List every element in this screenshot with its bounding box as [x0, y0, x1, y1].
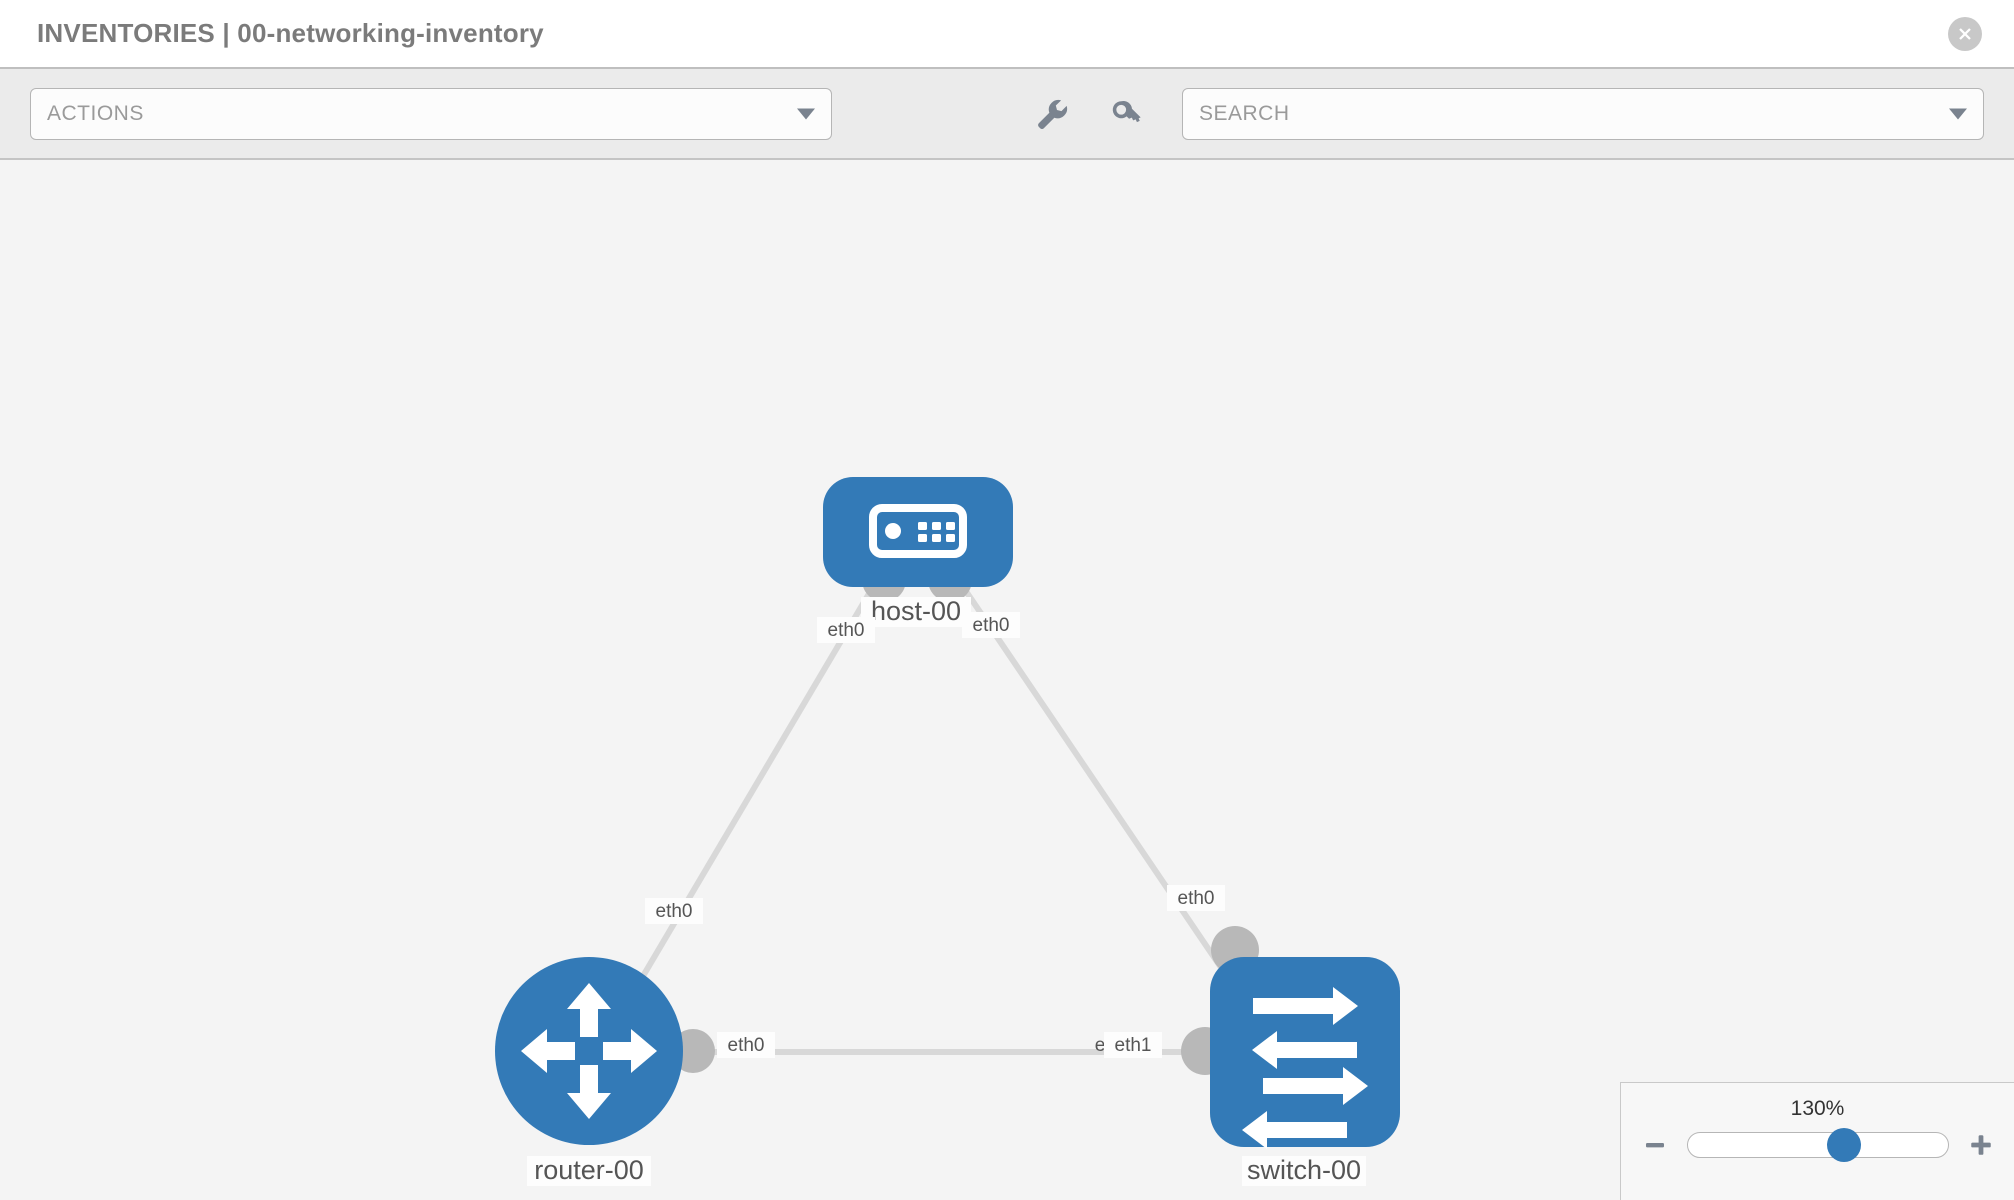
node-label-router-00: router-00: [534, 1155, 644, 1185]
topology-canvas[interactable]: host-00 router-00 switch-00 eth0 eth0 et…: [0, 160, 2014, 1200]
iface-label-router00-uplink: eth0: [656, 901, 693, 922]
node-host-00[interactable]: [823, 477, 1013, 587]
switch-arrows-icon: [1242, 987, 1368, 1149]
page-title: INVENTORIES | 00-networking-inventory: [37, 18, 544, 48]
chevron-down-icon: [797, 108, 815, 119]
iface-label-switch00-uplink: eth0: [1178, 888, 1215, 909]
zoom-slider-track[interactable]: [1686, 1128, 1949, 1162]
zoom-control: 130%: [1620, 1082, 2014, 1200]
router-arrows-icon: [521, 983, 657, 1119]
toolbar-icon-group: [1032, 94, 1146, 134]
link-host00-switch00[interactable]: [952, 573, 1248, 1005]
interface-label-group: eth0 eth0 eth0 eth0 eth0 eth eth1: [645, 612, 1225, 1058]
link-host00-router00[interactable]: [617, 573, 883, 1017]
plus-icon[interactable]: [1967, 1131, 1995, 1159]
node-label-host-00: host-00: [871, 596, 961, 626]
server-icon: [869, 504, 967, 558]
actions-dropdown[interactable]: ACTIONS: [30, 87, 832, 140]
zoom-level-label: 130%: [1790, 1097, 1845, 1120]
node-host-00-shape[interactable]: [823, 477, 1013, 587]
iface-label-host00-left: eth0: [828, 620, 865, 641]
node-switch-00[interactable]: [1210, 957, 1400, 1149]
link-group: [617, 573, 1250, 1055]
minus-icon[interactable]: [1641, 1131, 1669, 1159]
zoom-slider-row: [1621, 1128, 2014, 1162]
iface-label-switch00-eth1: eth1: [1115, 1035, 1152, 1056]
search-input[interactable]: SEARCH: [1182, 87, 1984, 140]
search-placeholder: SEARCH: [1199, 101, 1290, 125]
iface-label-host00-right: eth0: [973, 615, 1010, 636]
node-label-switch-00: switch-00: [1247, 1155, 1361, 1185]
close-icon[interactable]: [1948, 16, 1982, 51]
key-icon[interactable]: [1106, 94, 1146, 134]
node-router-00[interactable]: [495, 957, 683, 1145]
page-header: INVENTORIES | 00-networking-inventory: [0, 0, 2014, 69]
zoom-slider-thumb[interactable]: [1826, 1128, 1861, 1162]
node-label-group: host-00 router-00 switch-00: [527, 596, 1366, 1186]
toolbar: ACTIONS SEARCH: [0, 69, 2014, 160]
chevron-down-icon: [1949, 108, 1967, 119]
wrench-icon[interactable]: [1032, 94, 1072, 134]
iface-label-router00-eth0: eth0: [728, 1035, 765, 1056]
topology-graph[interactable]: host-00 router-00 switch-00 eth0 eth0 et…: [0, 160, 2014, 1200]
node-router-00-shape[interactable]: [495, 957, 683, 1145]
actions-dropdown-label: ACTIONS: [47, 101, 144, 125]
